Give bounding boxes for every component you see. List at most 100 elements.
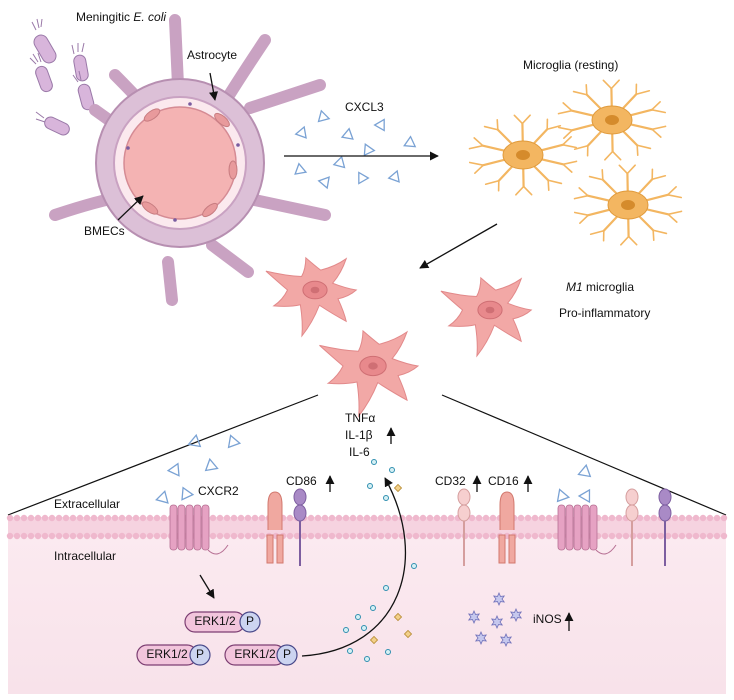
microglia-icon bbox=[265, 256, 358, 338]
cytokine-particle-icon bbox=[367, 483, 373, 489]
microglia-icon bbox=[440, 276, 533, 358]
tnfa-label: TNFα bbox=[345, 411, 376, 425]
erk-right-label: ERK1/2 bbox=[234, 647, 276, 661]
chemokine-cluster-membrane bbox=[155, 433, 592, 504]
cytokine-particle-icon bbox=[411, 563, 417, 569]
chemokine-triangle-icon bbox=[358, 171, 370, 185]
chemokine-triangle-icon bbox=[155, 490, 169, 504]
astrocyte-pointer-arrow bbox=[209, 72, 218, 101]
inos-star-icon bbox=[490, 615, 504, 629]
cytokine-particle-icon bbox=[383, 495, 389, 501]
cytokine-particle-icon bbox=[393, 483, 403, 493]
m1-rest: microglia bbox=[582, 280, 635, 294]
inos-label: iNOS bbox=[533, 612, 562, 626]
resting-microglia-group bbox=[468, 79, 683, 246]
chemokine-triangle-icon bbox=[181, 486, 195, 501]
cytokine-particle-icon bbox=[403, 629, 413, 639]
cd32-label: CD32 bbox=[435, 474, 466, 488]
zoom-line-left bbox=[7, 394, 319, 516]
receptor-icon bbox=[169, 504, 229, 555]
chemokine-triangle-icon bbox=[577, 463, 592, 478]
cxcr2-signal-arrow bbox=[199, 574, 215, 599]
inos-star-icon bbox=[509, 608, 523, 622]
upregulation-arrows bbox=[325, 427, 574, 631]
chemokine-triangle-icon bbox=[317, 109, 331, 123]
m1-microglia-group bbox=[265, 256, 533, 418]
chemokine-triangle-icon bbox=[387, 169, 400, 183]
secretion-arrow bbox=[301, 477, 407, 657]
receptor-icon bbox=[266, 491, 284, 564]
cxcl3-label: CXCL3 bbox=[345, 100, 384, 114]
il1b-label: IL-1β bbox=[345, 428, 373, 442]
tight-junctions bbox=[126, 102, 240, 222]
meningitic-ecoli-label: Meningitic E. coli bbox=[76, 10, 166, 24]
chemokine-triangle-icon bbox=[363, 143, 376, 157]
inos-star-icon bbox=[492, 592, 506, 606]
bacterium-icon bbox=[29, 52, 53, 93]
cd86-label: CD86 bbox=[286, 474, 317, 488]
cell-membrane bbox=[6, 514, 728, 540]
microglia-resting-label: Microglia (resting) bbox=[523, 58, 619, 72]
receptor-icon bbox=[658, 488, 672, 566]
chemokine-triangle-icon bbox=[340, 127, 354, 140]
receptors-group bbox=[169, 488, 672, 566]
bacterium-icon bbox=[31, 18, 57, 64]
bacterium-icon bbox=[35, 111, 70, 136]
zoom-line-right bbox=[441, 394, 727, 516]
receptor-icon bbox=[457, 488, 471, 566]
erk-top-label: ERK1/2 bbox=[194, 614, 236, 628]
activation-arrow bbox=[419, 223, 498, 269]
receptor-icon bbox=[557, 504, 617, 555]
phospho-top-label: P bbox=[245, 614, 254, 628]
bmecs-label: BMECs bbox=[84, 224, 125, 238]
m1-microglia-label: M1 microglia bbox=[566, 280, 634, 294]
cytoplasm bbox=[8, 532, 726, 694]
chemokine-triangle-icon bbox=[227, 434, 242, 449]
erk-left bbox=[136, 644, 211, 666]
vessel-icon bbox=[49, 14, 331, 306]
chemokine-triangle-icon bbox=[403, 135, 417, 148]
chemokine-triangle-icon bbox=[556, 488, 571, 503]
cytokine-particle-icon bbox=[364, 656, 370, 662]
bmecs-pointer-arrow bbox=[117, 195, 144, 221]
cytokine-particle-icon bbox=[355, 614, 361, 620]
receptor-icon bbox=[293, 488, 307, 566]
microglia-icon bbox=[319, 329, 420, 418]
inos-stars bbox=[467, 592, 523, 647]
cytokine-particle-icon bbox=[393, 612, 403, 622]
cytokine-particle-icon bbox=[369, 635, 379, 645]
intracellular-label: Intracellular bbox=[54, 549, 117, 563]
microglia-icon bbox=[557, 79, 667, 161]
cytokine-particle-icon bbox=[347, 648, 353, 654]
endothelial-nuclei bbox=[141, 108, 238, 218]
ecoli-species-name: E. coli bbox=[133, 10, 167, 24]
microglia-icon bbox=[468, 114, 578, 196]
cytokine-particle-icon bbox=[383, 585, 389, 591]
receptor-icon bbox=[625, 488, 639, 566]
cytokine-particle-icon bbox=[371, 459, 377, 465]
chemokine-triangle-icon bbox=[373, 118, 385, 132]
cd16-label: CD16 bbox=[488, 474, 519, 488]
chemokine-triangle-icon bbox=[294, 162, 308, 175]
cytokine-particle-icon bbox=[361, 625, 367, 631]
chemokine-cluster bbox=[294, 109, 417, 190]
cytokine-particle-icon bbox=[343, 627, 349, 633]
chemokine-triangle-icon bbox=[187, 433, 202, 448]
receptor-icon bbox=[498, 491, 516, 564]
phospho-left-label: P bbox=[195, 647, 204, 661]
chemokine-triangle-icon bbox=[577, 488, 591, 504]
cytokine-particle-icon bbox=[389, 467, 395, 473]
chemokine-triangle-icon bbox=[332, 155, 346, 169]
erk-right bbox=[224, 644, 298, 666]
cytokine-particle-icon bbox=[385, 649, 391, 655]
chemokine-triangle-icon bbox=[204, 457, 219, 472]
il6-label: IL-6 bbox=[349, 445, 370, 459]
cytokine-particles bbox=[343, 459, 417, 662]
inos-star-icon bbox=[474, 631, 488, 645]
phospho-right-label: P bbox=[282, 647, 291, 661]
erk-top bbox=[184, 611, 261, 633]
m1-italic: M1 bbox=[566, 280, 583, 294]
erk-left-label: ERK1/2 bbox=[146, 647, 188, 661]
pro-inflammatory-label: Pro-inflammatory bbox=[559, 306, 651, 320]
